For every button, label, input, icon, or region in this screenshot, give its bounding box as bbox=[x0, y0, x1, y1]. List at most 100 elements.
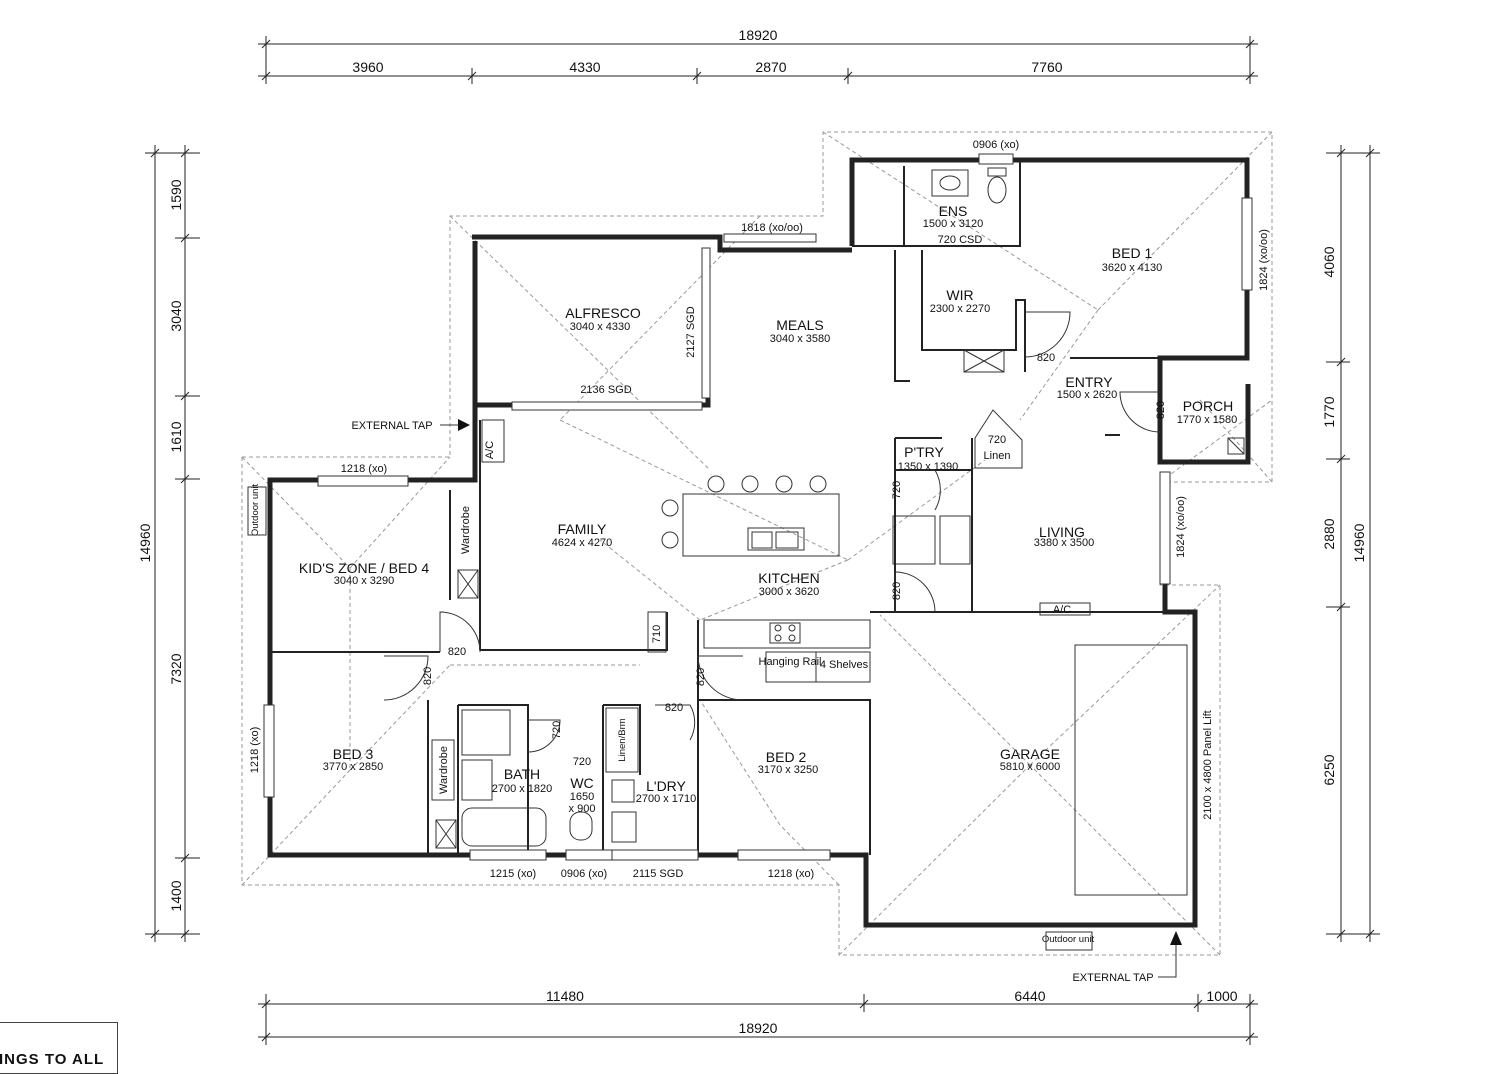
outdoor-unit-label: Outdoor unit bbox=[1042, 934, 1095, 945]
external-tap-arrow-icon bbox=[1158, 931, 1182, 978]
window-label: 1218 (xo) bbox=[768, 868, 814, 880]
room-label-bath: BATH 2700 x 1820 bbox=[492, 766, 553, 795]
door-label: 820 bbox=[1037, 352, 1055, 364]
door-swings bbox=[383, 311, 1161, 753]
window-label: 1818 (xo/oo) bbox=[741, 222, 803, 234]
room-label-wc: WC 1650 x 900 bbox=[569, 775, 596, 815]
room-size: 1770 x 1580 bbox=[1177, 414, 1238, 426]
room-name: GARAGE bbox=[1000, 746, 1060, 762]
window-label: 0906 (xo) bbox=[973, 139, 1019, 151]
room-label-family: FAMILY 4624 x 4270 bbox=[552, 521, 613, 549]
door-label: 2127 SGD bbox=[685, 306, 697, 357]
door-label: 720 CSD bbox=[938, 234, 983, 246]
door-label: 820 bbox=[1155, 401, 1167, 419]
hanging-rail-label: Hanging Rail bbox=[759, 656, 822, 668]
room-size: 2700 x 1710 bbox=[636, 793, 697, 805]
bottom-dim-segment: 6440 bbox=[1014, 988, 1045, 1004]
linen-size-label: 720 bbox=[988, 434, 1006, 446]
right-dimensions: 4060 1770 2880 6250 14960 bbox=[1321, 145, 1380, 942]
ensuite-basin-icon bbox=[931, 169, 969, 197]
room-name: BATH bbox=[504, 766, 540, 782]
room-label-kitchen: KITCHEN 3000 x 3620 bbox=[758, 570, 819, 598]
top-dim-segment: 3960 bbox=[352, 59, 383, 75]
top-dim-segment: 7760 bbox=[1031, 59, 1062, 75]
top-dim-segment: 2870 bbox=[755, 59, 786, 75]
room-name: BED 1 bbox=[1112, 245, 1153, 261]
room-label-bed3: BED 3 3770 x 2850 bbox=[323, 746, 384, 773]
external-tap-label: EXTERNAL TAP bbox=[351, 420, 432, 432]
linen-label: Linen bbox=[984, 450, 1011, 462]
door-label: 720 bbox=[551, 721, 563, 739]
toilet-icon bbox=[987, 167, 1007, 204]
kitchen-sink-icon bbox=[751, 531, 799, 549]
left-dim-segment: 7320 bbox=[168, 653, 184, 684]
room-size: 1650 bbox=[570, 791, 594, 803]
room-name: BED 3 bbox=[333, 746, 374, 762]
wardrobe-label: Wardrobe bbox=[460, 506, 472, 554]
outdoor-unit-label: Outdoor unit bbox=[250, 484, 261, 537]
room-label-living: LIVING 3380 x 3500 bbox=[1034, 524, 1095, 549]
room-size: 3040 x 3580 bbox=[770, 333, 831, 345]
window-label: 1824 (xo/oo) bbox=[1175, 496, 1187, 558]
left-total-dim: 14960 bbox=[137, 523, 153, 562]
door-label: 720 bbox=[891, 481, 903, 499]
external-tap-label: EXTERNAL TAP bbox=[1072, 972, 1153, 984]
window-label: 1218 (xo) bbox=[341, 463, 387, 475]
door-label: 2136 SGD bbox=[580, 384, 631, 396]
room-label-wir: WIR 2300 x 2270 bbox=[930, 287, 991, 315]
room-label-ens: ENS 1500 x 3120 bbox=[923, 203, 984, 230]
room-name: KITCHEN bbox=[758, 570, 819, 586]
door-label: 820 bbox=[665, 702, 683, 714]
room-name: ENTRY bbox=[1065, 374, 1113, 390]
right-dim-segment: 6250 bbox=[1321, 754, 1337, 785]
windows bbox=[263, 153, 1253, 861]
room-size: 1500 x 3120 bbox=[923, 218, 984, 230]
internal-walls bbox=[270, 160, 1245, 896]
room-label-bed2: BED 2 3170 x 3250 bbox=[758, 749, 819, 776]
window-label: 1218 (xo) bbox=[249, 727, 261, 773]
left-dim-segment: 3040 bbox=[168, 300, 184, 331]
room-size: x 900 bbox=[569, 803, 596, 815]
left-dim-segment: 1400 bbox=[168, 880, 184, 911]
external-walls bbox=[267, 157, 1251, 928]
room-size: 1350 x 1390 bbox=[898, 461, 959, 473]
room-size: 3000 x 3620 bbox=[759, 586, 820, 598]
room-size: 3170 x 3250 bbox=[758, 764, 819, 776]
window-label: 1215 (xo) bbox=[490, 868, 536, 880]
top-total-dim: 18920 bbox=[739, 27, 778, 43]
garage-door-label: 2100 x 4800 Panel Lift bbox=[1202, 710, 1214, 819]
room-name: WC bbox=[570, 775, 593, 791]
room-size: 4624 x 4270 bbox=[552, 537, 613, 549]
room-name: P'TRY bbox=[904, 444, 944, 460]
bottom-total-dim: 18920 bbox=[739, 1020, 778, 1036]
linen-broom-label: Linen/Brm bbox=[617, 718, 628, 761]
door-label: 720 bbox=[573, 756, 591, 768]
room-size: 3620 x 4130 bbox=[1102, 262, 1163, 274]
left-dim-segment: 1610 bbox=[168, 421, 184, 452]
room-name: ENS bbox=[939, 203, 968, 219]
room-label-ptry: P'TRY 1350 x 1390 bbox=[898, 444, 959, 473]
door-label: 820 bbox=[422, 667, 434, 685]
top-dim-segment: 4330 bbox=[569, 59, 600, 75]
door-label: 820 bbox=[695, 668, 707, 686]
bottom-dim-segment: 11480 bbox=[546, 988, 584, 1004]
room-label-alfresco: ALFRESCO 3040 x 4330 bbox=[565, 305, 641, 333]
shelves-label: 4 Shelves bbox=[820, 659, 869, 671]
left-dimensions: 1590 3040 1610 7320 1400 14960 bbox=[137, 145, 200, 942]
room-label-porch: PORCH 1770 x 1580 bbox=[1177, 398, 1238, 426]
wardrobe-label: Wardrobe bbox=[438, 746, 450, 794]
room-name: KID'S ZONE / BED 4 bbox=[299, 560, 429, 576]
legend-text: INGS TO ALL bbox=[0, 1051, 105, 1068]
right-total-dim: 14960 bbox=[1351, 523, 1367, 562]
room-label-meals: MEALS 3040 x 3580 bbox=[770, 317, 831, 345]
room-size: 1500 x 2620 bbox=[1057, 389, 1118, 401]
top-dimensions: 18920 3960 4330 2870 7760 bbox=[258, 27, 1258, 84]
room-size: 3040 x 4330 bbox=[570, 321, 631, 333]
room-label-bed1: BED 1 3620 x 4130 bbox=[1102, 245, 1163, 274]
right-dim-segment: 2880 bbox=[1321, 518, 1337, 549]
label-boxes bbox=[247, 419, 1093, 951]
ac-label: A/C bbox=[484, 441, 496, 459]
door-label: 820 bbox=[891, 582, 903, 600]
legend-box: INGS TO ALL bbox=[0, 1022, 118, 1074]
